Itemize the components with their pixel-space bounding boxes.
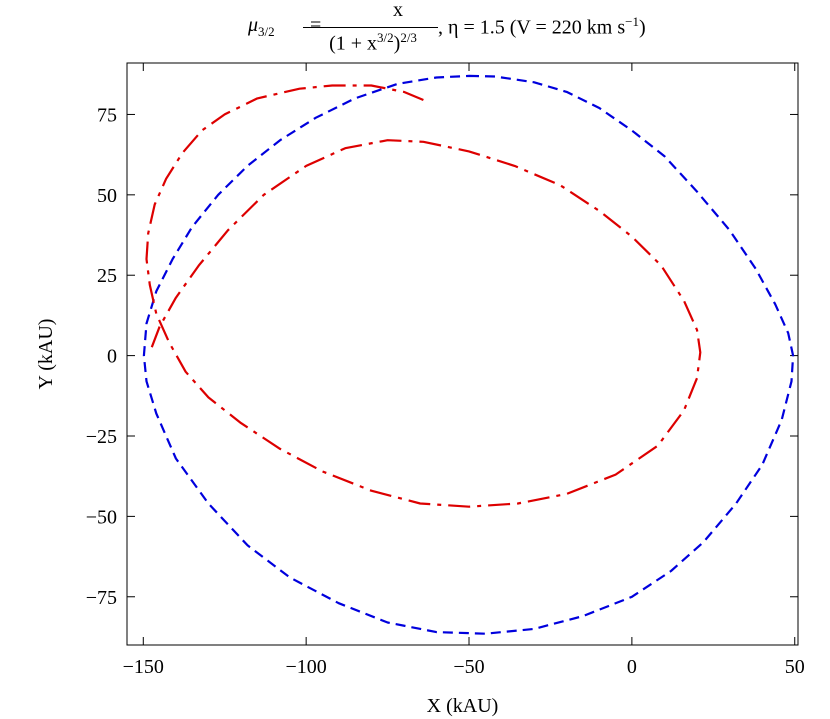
y-tick-label: 75 (97, 104, 117, 126)
series-dashdot-line (145, 84, 702, 508)
y-tick-label: 0 (107, 346, 117, 368)
x-tick-label: 0 (627, 656, 637, 678)
y-tick-label: −25 (86, 426, 117, 448)
x-tick-label: −150 (123, 656, 164, 678)
x-tick-label: −100 (286, 656, 327, 678)
title-equals: = (310, 14, 322, 36)
plot-frame (126, 62, 799, 646)
x-tick-label: 50 (785, 656, 805, 678)
y-axis-label: Y (kAU) (35, 319, 57, 390)
title-mu: μ3/2 (248, 14, 275, 39)
series-group (142, 74, 795, 635)
title-numerator: x (393, 0, 403, 21)
chart-title: μ3/2 = x (1 + x3/2)2/3 , η = 1.5 (V = 22… (200, 0, 740, 58)
y-tick-label: 50 (97, 185, 117, 207)
series-dashed-line (142, 74, 795, 635)
y-tick-label: −75 (86, 587, 117, 609)
title-parameters: , η = 1.5 (V = 220 km s−1) (438, 14, 646, 39)
x-axis-label: X (kAU) (427, 695, 499, 717)
x-tick-label: −50 (453, 656, 484, 678)
title-fraction-bar (303, 27, 438, 28)
axis-ticks: −150 −100 −50 0 50 −75 −50 −25 0 25 50 75 (86, 63, 805, 678)
title-denominator: (1 + x3/2)2/3 (329, 30, 417, 55)
y-tick-label: 25 (97, 265, 117, 287)
y-tick-label: −50 (86, 506, 117, 528)
